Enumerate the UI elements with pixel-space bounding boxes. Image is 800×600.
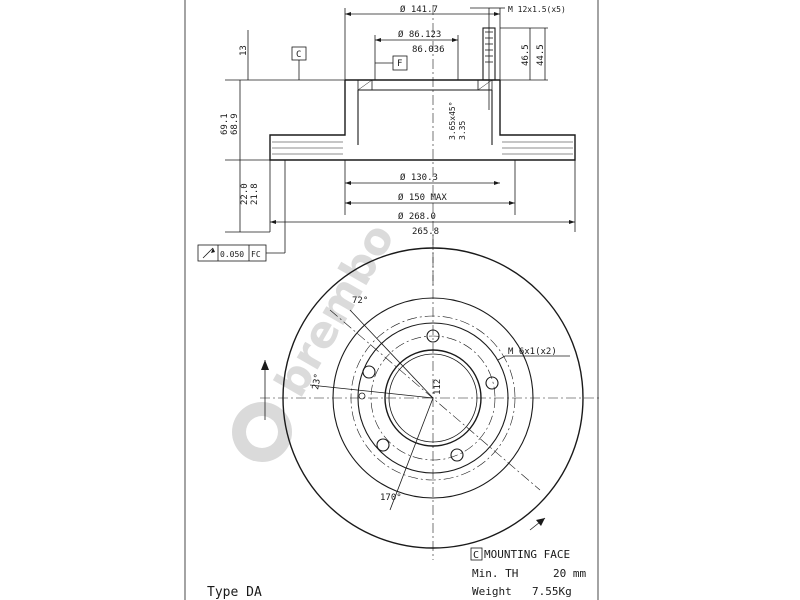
dim-d141: Ø 141.7: [400, 4, 438, 15]
runout-tolerance-frame: 0.050 FC: [197, 232, 286, 262]
mounting-c-label: C: [473, 550, 479, 561]
dim-h335: 3.35: [458, 121, 467, 140]
vent-hatching-right: [502, 141, 573, 155]
dim-h69a: 69.1: [220, 113, 230, 135]
stud-holes: [362, 329, 499, 462]
weight-value: 7.55Kg: [532, 585, 572, 598]
section-view: C F 0.050 FC Ø 141.7 M 12x1.5(x5) Ø 86.1…: [197, 4, 576, 285]
dim-d86b: 86.036: [412, 45, 445, 55]
pcd-label: 112: [433, 379, 443, 395]
dim-d150: Ø 150 MAX: [398, 192, 447, 203]
wheel-stud: [482, 20, 496, 110]
dim-d268: Ø 268.0: [398, 211, 436, 222]
min-th-value: 20 mm: [553, 567, 586, 580]
dim-h69b: 68.9: [230, 113, 240, 135]
mounting-face-label: MOUNTING FACE: [484, 548, 570, 561]
angle-72: 72°: [352, 296, 368, 306]
dim-h21: 21.8: [250, 183, 260, 205]
dim-h44: 44.5: [536, 44, 546, 66]
thread-top-label: M 12x1.5(x5): [508, 5, 566, 14]
runout-value: 0.050: [220, 250, 244, 259]
angle-170: 170°: [380, 493, 402, 503]
type-label: Type DA: [207, 585, 262, 600]
thread-holes-label: M 6x1(x2): [508, 347, 557, 357]
dim-d86a: Ø 86.123: [398, 29, 441, 40]
dim-h365: 3.65x45°: [448, 101, 457, 140]
datum-f-label: F: [397, 59, 402, 69]
dim-d130: Ø 130.3: [400, 172, 438, 183]
weight-label: Weight: [472, 585, 512, 598]
dim-h13: 13: [239, 45, 249, 56]
front-view: 72° 23° 170° 112 M 6x1(x2): [260, 235, 600, 560]
mounting-c-box: [470, 547, 483, 561]
min-th-label: Min. TH: [472, 567, 518, 580]
dim-h46: 46.5: [521, 44, 531, 66]
notes-block: C MOUNTING FACE Min. TH 20 mm Weight 7.5…: [207, 547, 586, 600]
vent-hatching-left: [272, 141, 343, 155]
dim-d265: 265.8: [412, 227, 439, 237]
datum-c-label: C: [296, 50, 301, 60]
angle-23: 23°: [311, 373, 324, 391]
runout-ref: FC: [251, 250, 261, 259]
dim-h22a: 22.0: [240, 183, 250, 205]
